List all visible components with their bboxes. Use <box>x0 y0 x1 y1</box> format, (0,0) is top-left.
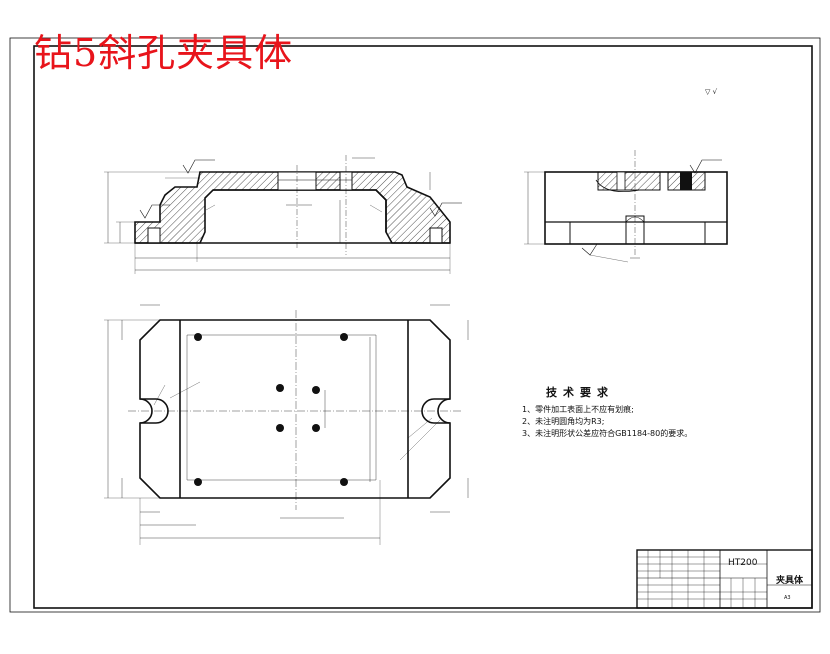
tech-req-item: 3、未注明形状公差应符合GB1184-80的要求。 <box>522 429 693 438</box>
title-block-material: HT200 <box>728 558 758 568</box>
outer-border <box>9 37 821 613</box>
general-roughness-note: ▽ √ <box>705 88 717 96</box>
technical-requirements: 技术要求 1、零件加工表面上不应有划痕; 2、未注明圆角均为R3; 3、未注明形… <box>522 384 692 440</box>
front-section-view <box>104 155 462 274</box>
tech-req-item: 2、未注明圆角均为R3; <box>522 417 605 426</box>
roughness-icon: ▽ <box>705 88 711 96</box>
title-block <box>636 549 813 609</box>
tech-req-heading: 技术要求 <box>546 386 614 399</box>
roughness-icon-2: √ <box>710 88 718 96</box>
top-plan-view <box>104 304 469 545</box>
tech-req-item: 1、零件加工表面上不应有划痕; <box>522 405 634 414</box>
title-block-sheet-size: A3 <box>784 595 791 601</box>
inner-border <box>33 45 813 609</box>
drawing-title-overlay: 钻5斜孔夹具体 <box>34 31 294 75</box>
side-section-view <box>524 150 728 263</box>
title-block-part-name: 夹具体 <box>776 576 804 586</box>
